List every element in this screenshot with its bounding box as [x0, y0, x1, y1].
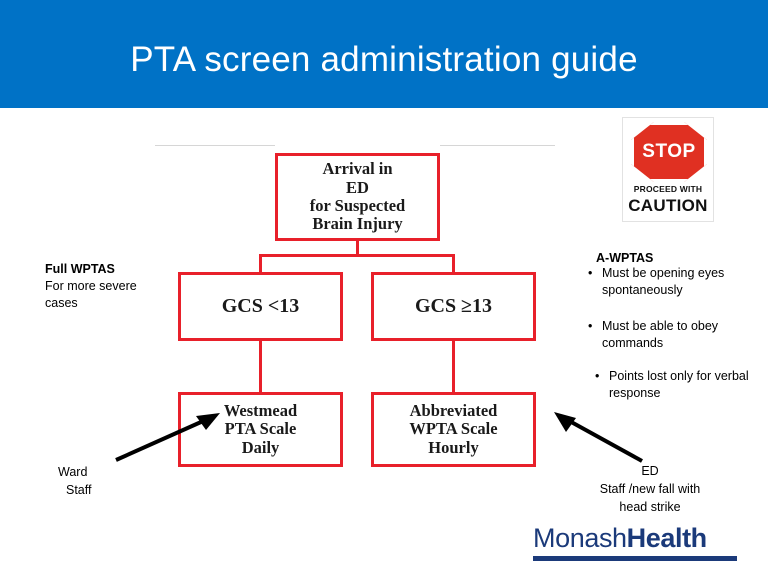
flowchart: Arrival in ED for Suspected Brain Injury…	[155, 140, 555, 480]
connector-to-abbreviated	[452, 341, 455, 392]
connector-arrival-down	[356, 241, 359, 256]
node-westmead-line-3: Daily	[241, 437, 280, 457]
ward-staff-line-2: Staff	[66, 483, 92, 498]
node-arrival-line-3: for Suspected	[309, 196, 406, 215]
ward-staff-line-1: Ward	[58, 465, 88, 479]
left-annotation-heading: Full WPTAS	[45, 262, 115, 276]
logo-part-health: Health	[626, 523, 708, 553]
ed-note-line-1: ED	[641, 464, 659, 478]
right-annotation-bullet-3: Points lost only for verbal response	[595, 368, 755, 402]
node-gcs-less-than-13: GCS <13	[178, 272, 343, 341]
title-bar: PTA screen administration guide	[0, 0, 768, 108]
proceed-with-label: PROCEED WITH	[633, 184, 703, 194]
left-annotation-line-1: For more severe	[45, 278, 137, 293]
right-annotation-bullet-1: Must be opening eyes spontaneously	[588, 265, 758, 299]
stop-label: STOP	[642, 141, 696, 162]
left-annotation-line-2: cases	[45, 295, 78, 310]
ed-note-line-3: head strike	[619, 500, 681, 515]
node-abbreviated-line-2: WPTA Scale	[409, 419, 498, 439]
connector-to-westmead	[259, 341, 262, 392]
right-annotation-heading: A-WPTAS	[596, 251, 654, 265]
connector-to-gcs-lt13	[259, 254, 262, 272]
logo-underline	[533, 556, 737, 561]
connector-split-bar	[259, 254, 455, 257]
node-arrival-line-2: ED	[346, 177, 369, 197]
caution-label: CAUTION	[628, 196, 708, 215]
arrow-ward-to-westmead	[115, 413, 220, 462]
node-gcs-greater-equal-13: GCS ≥13	[371, 272, 536, 341]
ward-staff-label: Ward Staff	[58, 463, 148, 499]
node-abbreviated-line-1: Abbreviated	[409, 400, 498, 420]
stop-sign-image: STOP PROCEED WITH CAUTION	[622, 117, 714, 222]
stop-octagon-icon: STOP	[631, 122, 707, 182]
node-westmead-line-1: Westmead	[223, 400, 298, 420]
node-abbreviated-wpta-scale: Abbreviated WPTA Scale Hourly	[371, 392, 536, 467]
page-title: PTA screen administration guide	[130, 40, 638, 79]
node-abbreviated-line-3: Hourly	[428, 437, 479, 457]
node-westmead-pta-scale: Westmead PTA Scale Daily	[178, 392, 343, 467]
ed-note-line-2: Staff /new fall with	[599, 482, 701, 497]
frame-line-left	[155, 145, 275, 146]
node-arrival-line-4: Brain Injury	[312, 214, 403, 234]
right-annotation-bullet-2: Must be able to obey commands	[588, 318, 758, 352]
connector-to-gcs-gte13	[452, 254, 455, 272]
node-gcs-lt13-label: GCS <13	[221, 295, 300, 318]
left-annotation-full-wptas: Full WPTAS For more severe cases	[45, 261, 165, 312]
node-arrival-in-ed: Arrival in ED for Suspected Brain Injury	[275, 153, 440, 241]
node-westmead-line-2: PTA Scale	[224, 419, 297, 439]
logo-part-monash: Monash	[533, 523, 627, 553]
arrow-ed-to-abbreviated	[554, 412, 643, 463]
node-arrival-line-1: Arrival in	[322, 159, 393, 179]
frame-line-right	[440, 145, 555, 146]
node-gcs-gte13-label: GCS ≥13	[414, 295, 493, 318]
monash-health-logo: MonashHealth	[533, 523, 707, 554]
ed-staff-label: ED Staff /new fall with head strike	[560, 462, 740, 516]
